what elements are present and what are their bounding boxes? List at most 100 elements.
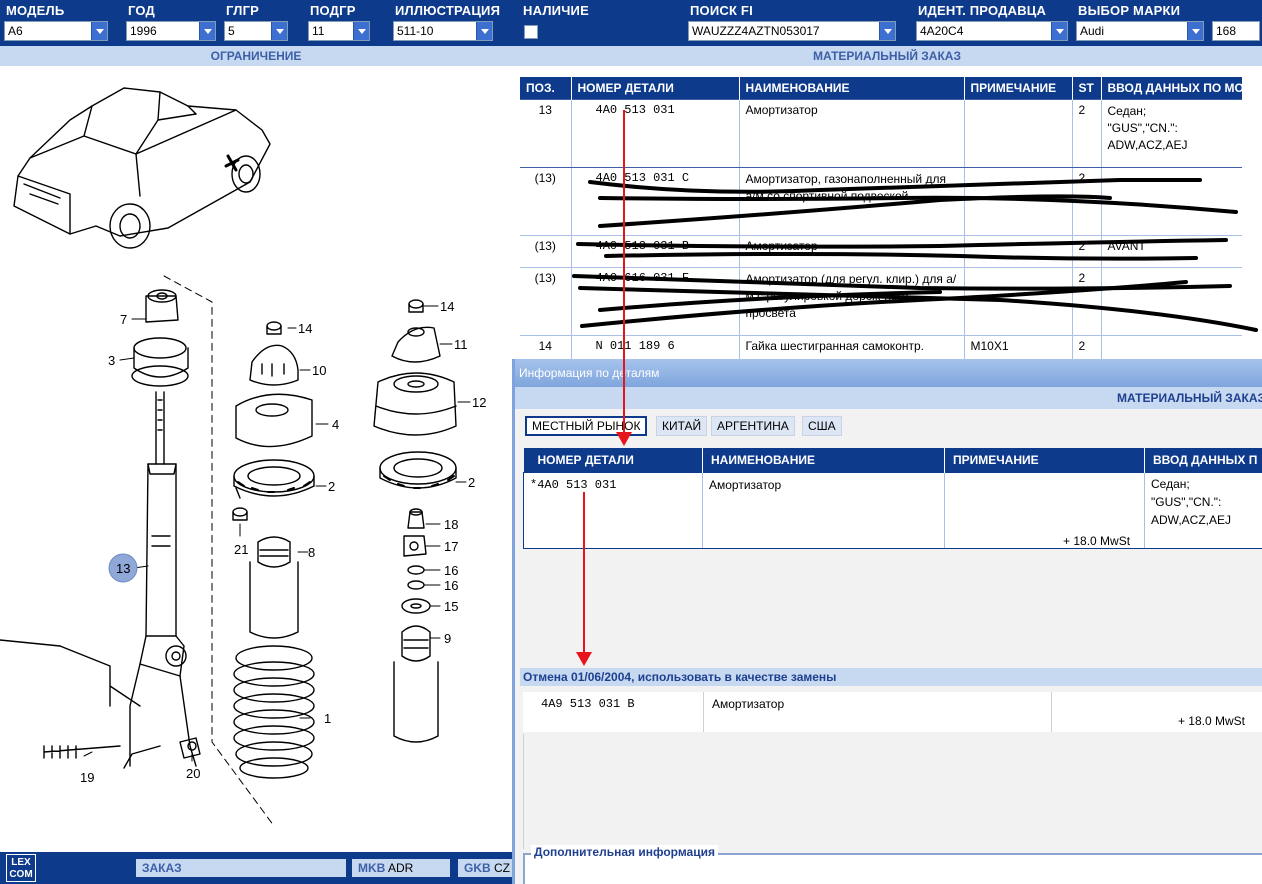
callout-number[interactable]: 20 [186,766,200,781]
order-button[interactable]: ЗАКАЗ [136,859,346,877]
cell-pos: 14 [520,335,572,359]
column-header-input[interactable]: ВВОД ДАННЫХ ПО МО [1101,77,1242,99]
callout-number[interactable]: 14 [298,321,312,336]
additional-info-panel: Дополнительная информация [523,845,1262,884]
chevron-down-icon[interactable] [353,22,369,40]
mkb-field[interactable]: MKB ADR [352,859,450,877]
table-row[interactable]: (13) 4A0 513 031 C Амортизатор, газонапо… [520,167,1242,236]
column-header-name[interactable]: НАИМЕНОВАНИЕ [702,448,945,472]
cell-st: 2 [1072,335,1102,359]
callout-number[interactable]: 11 [454,337,468,352]
table-row[interactable]: *4A0 513 031 Амортизатор + 18.0 MwSt Сед… [523,471,1262,549]
column-header-pos[interactable]: ПОЗ. [520,77,572,99]
callout-number[interactable]: 17 [444,539,458,554]
replacement-name: Амортизатор [703,692,1043,732]
sub-group-select[interactable]: 11 [308,21,370,41]
cell-name: Амортизатор [739,235,965,268]
right-mount-assembly [373,299,457,743]
cell-note: M10X1 [964,335,1073,359]
chevron-down-icon[interactable] [476,22,492,40]
part-info-window-title[interactable]: Информация по деталям [515,359,1262,387]
callout-number[interactable]: 15 [444,599,458,614]
column-header-note[interactable]: ПРИМЕЧАНИЕ [964,77,1073,99]
brand-label: ВЫБОР МАРКИ [1078,3,1181,18]
callout-number[interactable]: 19 [80,770,94,785]
search-fi-input[interactable]: WAUZZZ4AZTN053017 [688,21,896,41]
brand-value: Audi [1080,24,1105,38]
callout-number[interactable]: 16 [444,563,458,578]
column-header-note[interactable]: ПРИМЕЧАНИЕ [944,448,1145,472]
illustration-value: 511-10 [397,24,434,38]
car-sketch [13,87,271,249]
top-toolbar: МОДЕЛЬ A6 ГОД 1996 ГЛГР 5 ПОДГР 11 ИЛЛЮС… [0,0,1262,46]
gkb-field[interactable]: GKB CZ [458,859,512,877]
callout-number[interactable]: 2 [468,475,475,490]
tab-china[interactable]: КИТАЙ [656,416,708,436]
callout-number[interactable]: 21 [234,542,248,557]
gkb-value: CZ [494,861,511,875]
column-header-part-no[interactable]: НОМЕР ДЕТАЛИ [523,448,703,472]
chevron-down-icon[interactable] [199,22,215,40]
middle-spring-assembly [232,321,315,779]
illustration-select[interactable]: 511-10 [393,21,493,41]
chevron-down-icon[interactable] [271,22,287,40]
cell-note [964,235,1073,268]
selected-callout-highlight [108,553,138,583]
tab-usa[interactable]: США [802,416,842,436]
callout-number[interactable]: 18 [444,517,458,532]
callout-number[interactable]: 1 [324,711,331,726]
cell-st: 2 [1072,267,1102,336]
cancellation-notice: Отмена 01/06/2004, использовать в качест… [520,668,1262,686]
mkb-value: ADR [388,861,414,875]
cell-pos: (13) [520,167,572,236]
callout-number[interactable]: 10 [312,363,326,378]
table-row[interactable]: 13 4A0 513 031 Амортизатор 2 Седан; "GUS… [520,98,1242,168]
table-row[interactable]: (13) 4A0 513 031 B Амортизатор 2 AVANT [520,235,1242,268]
callout-number[interactable]: 3 [108,353,115,368]
illustration-label: ИЛЛЮСТРАЦИЯ [395,3,501,18]
chevron-down-icon[interactable] [91,22,107,40]
chevron-down-icon[interactable] [1187,22,1203,40]
model-select[interactable]: A6 [4,21,108,41]
table-row[interactable]: (13) 4A0 616 031 F Амортизатор (для регу… [520,267,1242,336]
column-header-st[interactable]: ST [1072,77,1102,99]
column-header-name[interactable]: НАИМЕНОВАНИЕ [739,77,965,99]
callout-number[interactable]: 4 [332,417,339,432]
table-row[interactable]: 14 N 011 189 6 Гайка шестигранная самоко… [520,335,1242,359]
cell-part-no: 4A0 616 031 F [571,267,740,336]
parts-illustration[interactable]: 7 3 13 19 20 14 10 4 2 21 8 1 14 11 12 2… [0,66,512,852]
seller-id-select[interactable]: 4A20C4 [916,21,1068,41]
main-group-select[interactable]: 5 [224,21,288,41]
price-tax-note: + 18.0 MwSt [1063,533,1131,548]
replacement-row[interactable]: 4A9 513 031 B Амортизатор + 18.0 MwSt [523,692,1262,732]
callout-number[interactable]: 7 [120,312,127,327]
callout-number[interactable]: 9 [444,631,451,646]
callout-number[interactable]: 14 [440,299,454,314]
replacement-price-tax-note: + 18.0 MwSt [1177,714,1245,728]
logo-text: LEX COM [9,857,33,880]
year-value: 1996 [130,24,157,38]
callout-number[interactable]: 2 [328,479,335,494]
year-select[interactable]: 1996 [126,21,216,41]
search-fi-value: WAUZZZ4AZTN053017 [692,24,820,38]
tab-local-market[interactable]: МЕСТНЫЙ РЫНОК [525,416,648,436]
callout-number[interactable]: 13 [116,561,130,576]
callout-leaders [83,305,471,762]
availability-checkbox[interactable] [524,25,538,39]
column-header-input[interactable]: ВВОД ДАННЫХ П [1144,448,1262,472]
cell-part-no: *4A0 513 031 [523,471,703,549]
callout-number[interactable]: 16 [444,578,458,593]
cell-part-no: N 011 189 6 [571,335,740,359]
callout-number[interactable]: 12 [472,395,486,410]
column-header-part-no[interactable]: НОМЕР ДЕТАЛИ [571,77,740,99]
callout-number[interactable]: 8 [308,545,315,560]
chevron-down-icon[interactable] [1051,22,1067,40]
cell-name: Амортизатор, газонаполненный для а/м со … [739,167,965,236]
tab-argentina[interactable]: АРГЕНТИНА [711,416,795,436]
brand-select[interactable]: Audi [1076,21,1204,41]
chevron-down-icon[interactable] [879,22,895,40]
parts-table: ПОЗ. НОМЕР ДЕТАЛИ НАИМЕНОВАНИЕ ПРИМЕЧАНИ… [520,77,1242,359]
cell-note [964,98,1073,168]
cell-st: 2 [1072,167,1102,236]
model-value: A6 [8,24,23,38]
